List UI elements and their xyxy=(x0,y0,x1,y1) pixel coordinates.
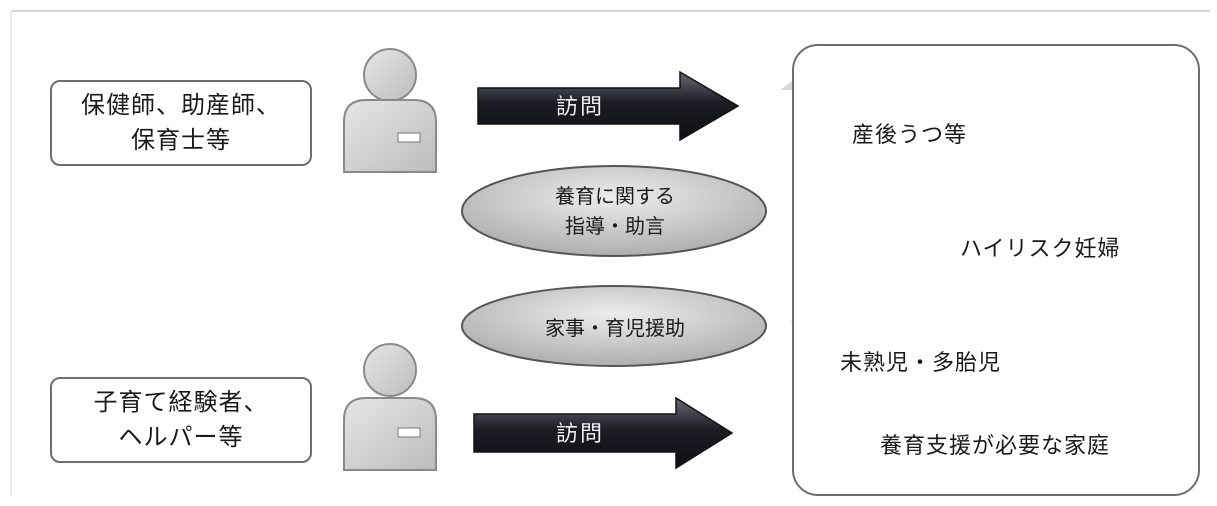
frame-line-top xyxy=(10,10,1210,12)
house-label-high-risk-pregnancy: ハイリスク妊婦 xyxy=(960,237,1121,262)
provider-box-health-professionals: 保健師、助産師、 保育士等 xyxy=(50,80,312,166)
visit-label-2: 訪問 xyxy=(555,422,604,447)
service-ellipse-2 xyxy=(461,285,767,367)
visit-arrow-1 xyxy=(477,70,740,142)
person-icon xyxy=(343,343,437,471)
service-ellipse-1 xyxy=(461,165,767,257)
service-label-housework: 家事・育児援助 xyxy=(545,316,685,340)
family-title: 養育支援が必要な家庭 xyxy=(879,434,1110,459)
provider-box-experienced-helpers: 子育て経験者、 ヘルパー等 xyxy=(50,377,312,463)
house-label-premature-multiple: 未熟児・多胎児 xyxy=(840,351,1002,376)
visit-arrow-2 xyxy=(473,396,734,470)
visit-label-1: 訪問 xyxy=(555,95,604,120)
service-label-guidance: 養育に関する 指導・助言 xyxy=(555,184,675,238)
family-container xyxy=(792,44,1200,496)
person-icon xyxy=(343,48,437,173)
house-label-postpartum-depression: 産後うつ等 xyxy=(852,123,968,148)
frame-line-left xyxy=(10,10,12,496)
